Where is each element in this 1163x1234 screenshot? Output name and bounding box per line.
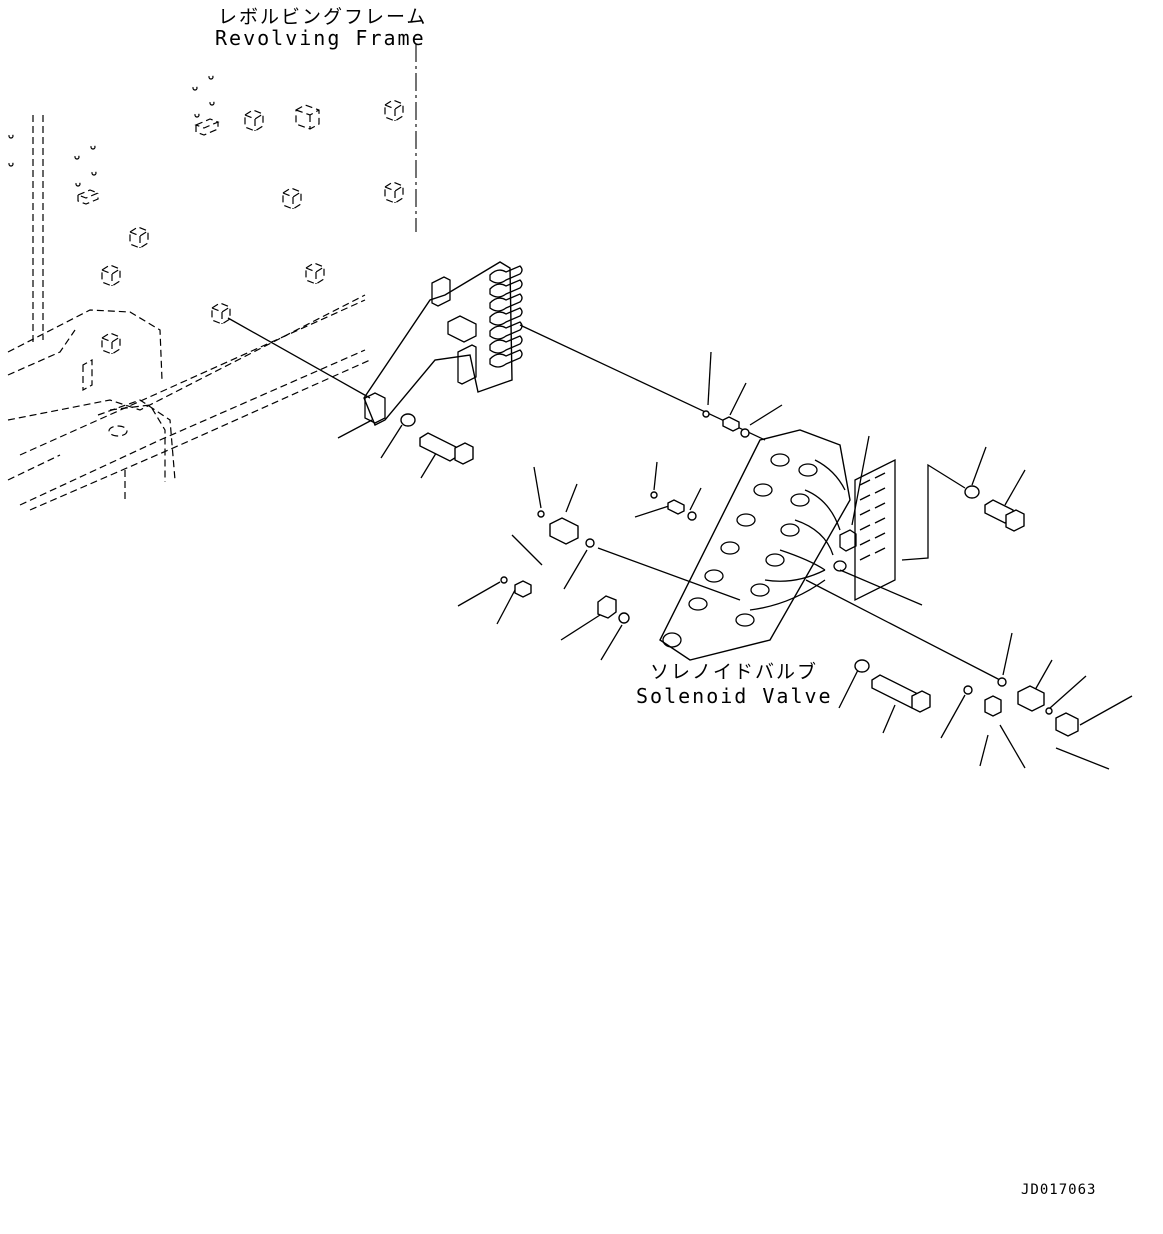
drawing-code: JD017063 <box>1021 1182 1097 1198</box>
o-ring <box>650 491 658 499</box>
bolt-head <box>454 442 474 465</box>
washer <box>400 413 416 427</box>
o-ring <box>997 677 1007 687</box>
washer <box>964 485 980 499</box>
o-ring <box>963 685 973 695</box>
plug <box>597 595 617 619</box>
bolt-head <box>1005 509 1025 532</box>
frame-bosses <box>8 74 404 355</box>
o-ring <box>585 538 595 548</box>
connector-block <box>854 458 896 602</box>
o-ring <box>687 511 697 521</box>
solenoid-valve-label-jp: ソレノイドバルブ <box>650 661 819 683</box>
revolving-frame-label: Revolving Frame <box>215 26 426 50</box>
solenoid-valve-assembly <box>659 429 896 661</box>
block <box>549 517 579 545</box>
o-ring <box>500 576 508 584</box>
o-ring <box>537 510 545 518</box>
fitting <box>514 580 532 598</box>
bolt-head <box>911 690 931 713</box>
elbow-fitting <box>984 695 1002 717</box>
revolving-frame <box>7 44 417 511</box>
hardware-parts <box>400 410 1079 737</box>
o-ring <box>702 410 710 418</box>
bolt <box>419 432 459 462</box>
o-ring <box>618 612 630 624</box>
o-ring <box>1045 707 1053 715</box>
o-ring <box>740 428 750 438</box>
fitting <box>722 416 740 432</box>
adapter <box>1017 685 1045 712</box>
solenoid-valve-label: Solenoid Valve <box>636 684 833 708</box>
mounting-bracket <box>363 261 523 426</box>
elbow-fitting <box>1055 712 1079 737</box>
fitting <box>667 499 685 515</box>
washer <box>854 659 870 673</box>
revolving-frame-label-jp: レボルビングフレーム <box>218 6 428 28</box>
